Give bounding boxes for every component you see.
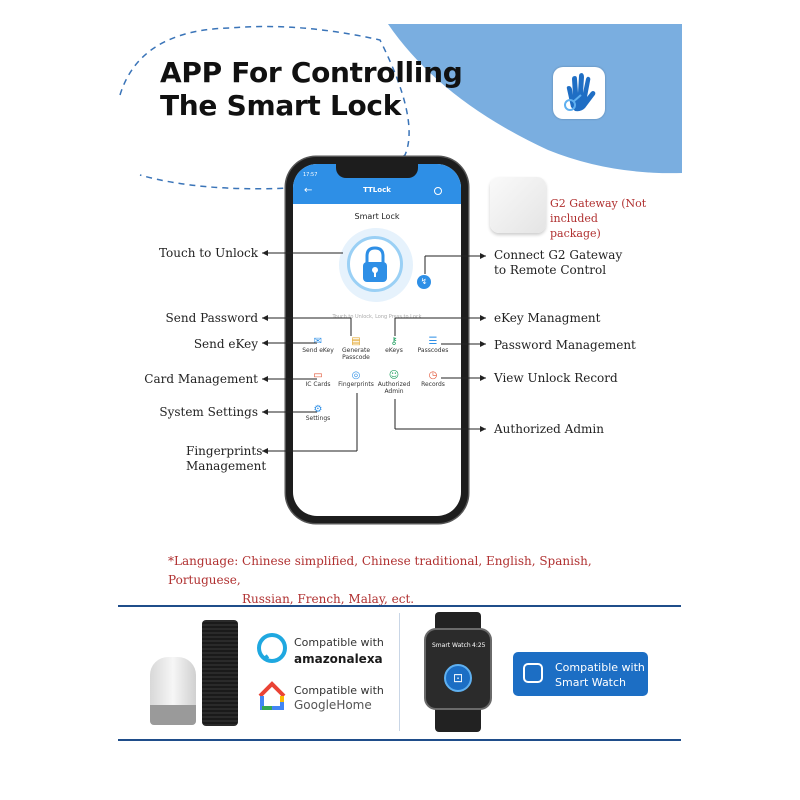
callout-view-unlock-record: View Unlock Record (494, 371, 618, 385)
lock-name: Smart Lock (354, 212, 400, 221)
language-note: *Language: Chinese simplified, Chinese t… (168, 552, 668, 609)
settings-circle-icon[interactable] (434, 187, 442, 195)
send-ekey-icon: ✉ (313, 336, 323, 347)
grid-item-send-ekey[interactable]: ✉ Send eKey (301, 336, 335, 354)
callout-card-management: Card Management (144, 372, 258, 386)
language-line-2: Russian, French, Malay, ect. (242, 592, 415, 606)
callout-password-management: Password Management (494, 338, 636, 352)
app-icon (553, 67, 605, 119)
grid-label: Send eKey (302, 347, 334, 354)
watch-screen-time: 4:25 (472, 642, 486, 649)
grid-label: IC Cards (305, 381, 331, 388)
settings-icon: ⚙ (313, 404, 323, 415)
padlock-icon (363, 246, 387, 282)
app-title: TTLock (363, 186, 391, 194)
google-home-icon (258, 681, 286, 710)
grid-label: Records (421, 381, 445, 388)
alexa-brand: amazonalexa (294, 652, 383, 666)
grid-item-ic-cards[interactable]: ▭ IC Cards (301, 370, 335, 388)
grid-item-ekeys[interactable]: ⚷ eKeys (379, 336, 409, 354)
grid-label: Authorized Admin (377, 381, 411, 395)
alexa-compat-label: Compatible with (294, 636, 384, 649)
watch-lock-button[interactable]: ⊡ (444, 664, 472, 692)
grid-item-fingerprints[interactable]: ◎ Fingerprints (337, 370, 375, 388)
smart-watch: Smart Watch 4:25 ⊡ (424, 628, 492, 710)
status-time: 17:57 (303, 172, 318, 178)
watch-badge-icon (523, 663, 543, 683)
callout-ekey-management: eKey Managment (494, 311, 601, 325)
grid-label: Settings (305, 415, 331, 422)
page-title: APP For Controlling The Smart Lock (160, 56, 463, 122)
callout-system-settings: System Settings (159, 405, 258, 419)
watch-badge-line-2: Smart Watch (555, 676, 627, 689)
hand-key-icon (564, 73, 596, 112)
language-line-1: *Language: Chinese simplified, Chinese t… (168, 554, 592, 587)
gateway-connect-button[interactable]: ↯ (417, 275, 431, 289)
google-brand: GoogleHome (294, 698, 372, 712)
smart-watch-badge: Compatible with Smart Watch (513, 652, 648, 696)
gateway-device (490, 177, 546, 233)
callout-fingerprints-management: Fingerprints Management (186, 444, 267, 473)
alexa-icon (257, 633, 287, 663)
watch-badge-line-1: Compatible with (555, 661, 645, 674)
watch-strap-bottom (435, 708, 481, 732)
band-bottom-border (118, 739, 681, 741)
watch-lock-icon: ⊡ (452, 671, 464, 685)
callout-send-password: Send Password (165, 311, 258, 325)
watch-screen-title: Smart Watch (432, 642, 471, 649)
google-home-base (150, 705, 196, 725)
back-arrow-icon[interactable]: ← (304, 185, 313, 196)
title-line-1: APP For Controlling (160, 56, 463, 89)
ekeys-icon: ⚷ (390, 336, 398, 347)
passcode-icon: ▤ (351, 336, 361, 347)
title-line-2: The Smart Lock (160, 89, 402, 122)
grid-label: Fingerprints (338, 381, 374, 388)
grid-item-settings[interactable]: ⚙ Settings (301, 404, 335, 422)
grid-item-records[interactable]: ◷ Records (414, 370, 452, 388)
admin-icon: ☺ (388, 370, 400, 381)
grid-label: Passcodes (417, 347, 449, 354)
lock-button[interactable] (347, 236, 403, 292)
band-divider (399, 613, 400, 731)
amazon-echo-speaker (202, 620, 238, 726)
band-top-border (118, 605, 681, 607)
callout-touch-to-unlock: Touch to Unlock (158, 246, 258, 260)
phone-notch (336, 163, 418, 178)
lock-hint: Touch to Unlock, Long Press to Lock (332, 314, 422, 320)
grid-label: eKeys (385, 347, 403, 354)
grid-item-authorized-admin[interactable]: ☺ Authorized Admin (377, 370, 411, 395)
callout-connect-gateway: Connect G2 Gateway to Remote Control (494, 248, 623, 277)
grid-item-generate-passcode[interactable]: ▤ Generate Passcode (337, 336, 375, 361)
passcodes-icon: ☰ (428, 336, 438, 347)
callout-send-ekey: Send eKey (193, 337, 258, 351)
google-compat-label: Compatible with (294, 684, 384, 697)
ic-card-icon: ▭ (313, 370, 323, 381)
records-icon: ◷ (428, 370, 438, 381)
app-bar: 17:57 ← TTLock (293, 164, 461, 204)
grid-item-passcodes[interactable]: ☰ Passcodes (414, 336, 452, 354)
gateway-label: G2 Gateway (Not included package) (550, 197, 647, 240)
phone-screen: 17:57 ← TTLock Smart Lock ↯ Touch to Unl… (293, 164, 461, 516)
grid-label: Generate Passcode (341, 347, 371, 361)
callout-authorized-admin: Authorized Admin (494, 422, 604, 436)
fingerprint-icon: ◎ (351, 370, 361, 381)
